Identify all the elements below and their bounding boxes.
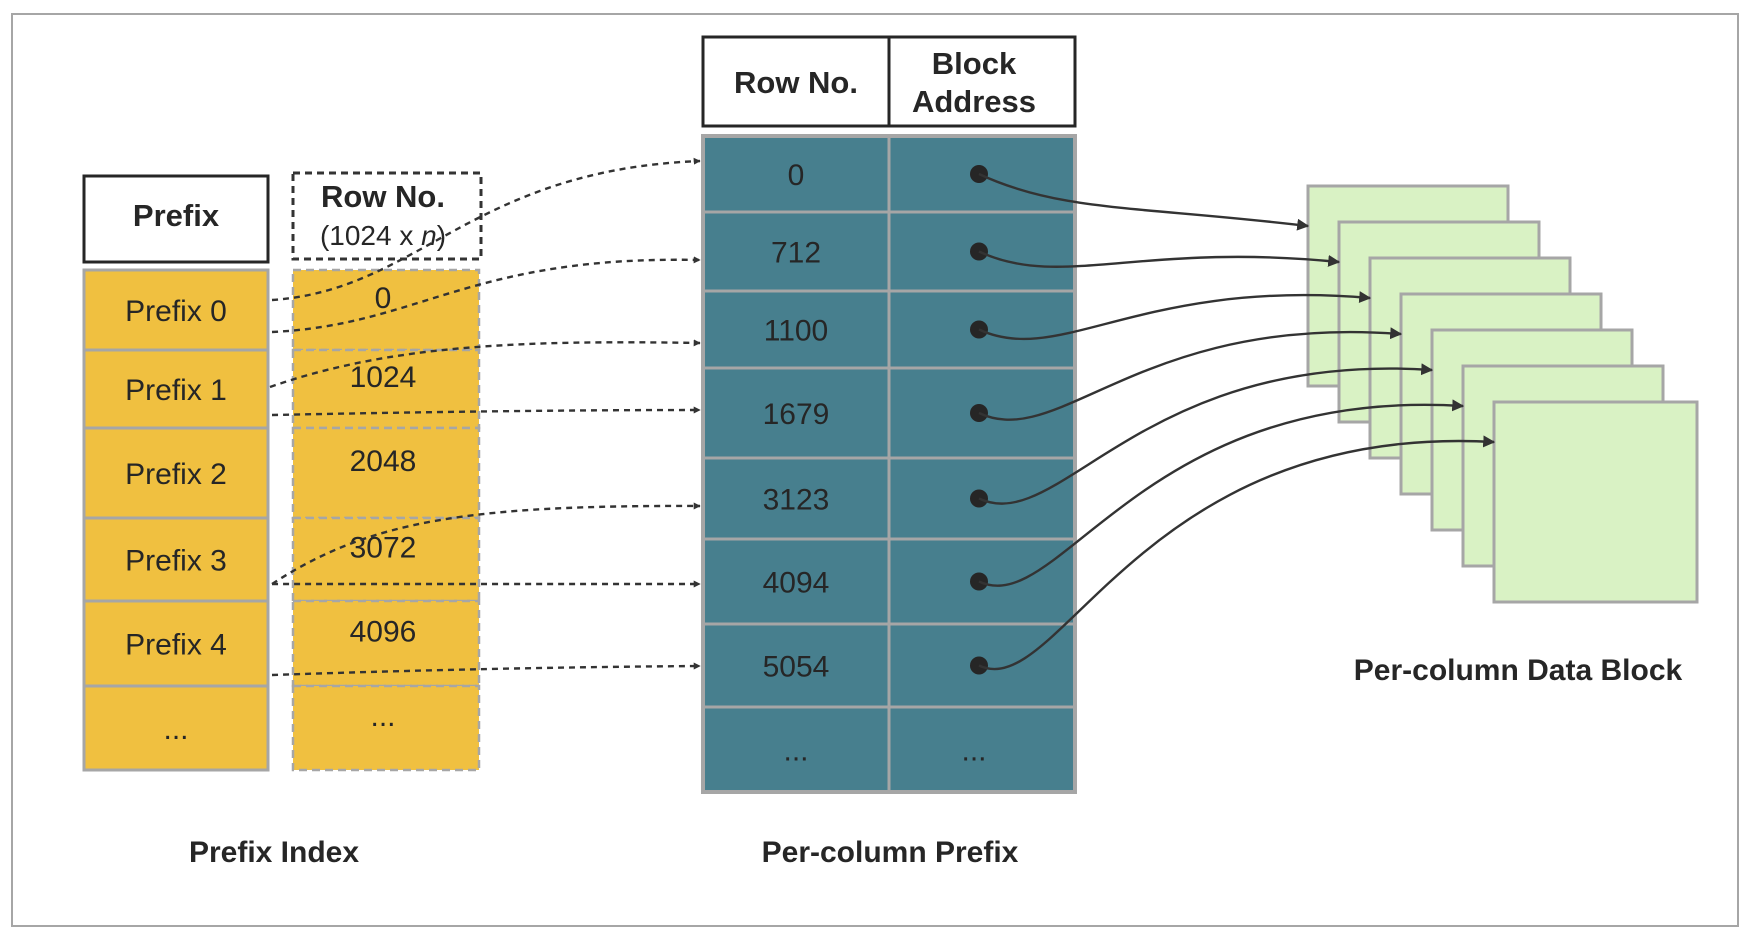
- pcp-row-header-cell: [701, 35, 891, 128]
- pcp-row-number-cell: [701, 537, 891, 626]
- prefix-cell-label: Prefix 0: [125, 295, 227, 328]
- block-address-arrow: [978, 399, 1465, 587]
- prefix-cell: [82, 268, 270, 352]
- prefix-cell-label: ...: [163, 713, 188, 746]
- connectors: [269, 157, 1496, 677]
- data-block-stack: [1306, 184, 1699, 604]
- prefix-row-number-column: 0 1024 2048 3072 4096...: [291, 268, 481, 772]
- prefix-cell-label: Prefix 2: [125, 458, 227, 491]
- prefix-row-number-cell: [291, 426, 481, 520]
- prefix-row-number-label: 2048: [350, 445, 417, 478]
- prefix-row-number-cell: [291, 268, 481, 352]
- row-number-header: Row No.: [321, 179, 445, 214]
- prefix-cell-label: Prefix 1: [125, 374, 227, 407]
- pcp-row-header: Row No.: [734, 65, 858, 100]
- block-address-arrow: [978, 172, 1310, 231]
- pcp-table: 0 712 1100 1679 3123 4094 5054......: [701, 134, 1077, 794]
- block-address-arrow: [978, 291, 1372, 341]
- data-block-caption: Per-column Data Block: [1354, 654, 1683, 687]
- per-column-prefix: Row No. Block Address 0 712 1100 1679 3123 40…: [701, 35, 1077, 869]
- prefix-link-arrow: [269, 339, 701, 389]
- prefix-row-number-label: 4096: [350, 616, 417, 649]
- pcp-row-number-label: 5054: [763, 651, 830, 684]
- prefix-link-arrow: [271, 406, 701, 417]
- prefix-cell: [82, 426, 270, 520]
- block-address-arrow: [978, 363, 1434, 505]
- prefix-row-number-label: 3072: [350, 532, 417, 565]
- prefix-cell: [82, 684, 270, 772]
- prefix-row-number-cell: [291, 684, 481, 772]
- row-number-header-cell: [291, 171, 483, 261]
- pcp-row-number-label: 4094: [763, 567, 830, 600]
- pcp-table-border: [701, 134, 1077, 794]
- prefix-cell-label: Prefix 3: [125, 545, 227, 578]
- data-block: [1492, 400, 1699, 604]
- prefix-link-arrow: [271, 662, 701, 677]
- pcp-block-header-line1: Block: [932, 46, 1017, 81]
- block-address-arrow: [978, 250, 1341, 268]
- per-column-prefix-caption: Per-column Prefix: [762, 836, 1019, 869]
- pcp-block-header-cell: [887, 35, 1077, 128]
- prefix-index: Prefix Row No. (1024 x n) Prefix 0Prefix…: [82, 171, 483, 869]
- pcp-block-header-line2: Address: [912, 84, 1036, 119]
- pcp-row-number-label: 0: [788, 159, 805, 192]
- block-address-arrow: [978, 327, 1403, 421]
- pcp-row-number-label: ...: [783, 735, 808, 768]
- prefix-index-caption: Prefix Index: [189, 836, 359, 869]
- prefix-row-number-label: ...: [370, 700, 395, 733]
- outer-frame: [11, 13, 1739, 927]
- pcp-row-number-label: 3123: [763, 484, 830, 517]
- prefix-cell: [82, 599, 270, 688]
- prefix-link-arrow: [271, 157, 701, 302]
- prefix-cell-label: Prefix 4: [125, 629, 227, 662]
- prefix-row-number-label: 1024: [350, 361, 417, 394]
- prefix-header: Prefix: [133, 198, 220, 233]
- pcp-row-number-label: 712: [771, 237, 821, 270]
- prefix-link-arrow: [271, 256, 701, 334]
- block-address-arrow: [978, 435, 1496, 671]
- prefix-header-cell: [82, 174, 270, 264]
- pcp-row-number-label: 1100: [764, 315, 829, 348]
- prefix-row-number-label: 0: [375, 282, 392, 315]
- prefix-link-arrow: [271, 502, 701, 586]
- pcp-block-address-overflow: ...: [961, 735, 986, 768]
- prefix-column: Prefix 0 Prefix 1 Prefix 2 Prefix 3 Prefix 4…: [82, 268, 270, 772]
- pcp-row-number-cell: [701, 622, 891, 709]
- pcp-row-number-label: 1679: [763, 398, 830, 431]
- pcp-row-number-cell: [701, 289, 891, 370]
- prefix-row-number-cell: [291, 348, 481, 430]
- prefix-cell: [82, 516, 270, 603]
- row-number-header-formula: (1024 x n): [320, 220, 446, 251]
